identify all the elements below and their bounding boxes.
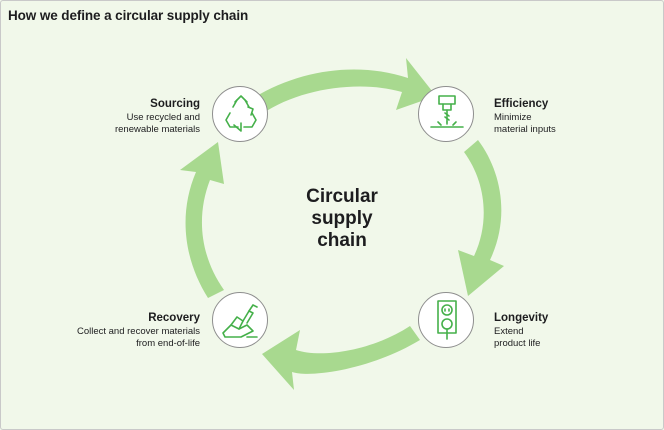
arrow-efficiency-to-longevity [458,140,504,296]
arrow-longevity-to-recovery [262,326,420,390]
stage-recovery-circle [212,292,268,348]
stage-sourcing-label: Sourcing Use recycled and renewable mate… [86,98,200,136]
power-outlet-icon [437,300,457,340]
stage-recovery-label: Recovery Collect and recover materials f… [60,312,200,350]
arrow-sourcing-to-efficiency [250,58,436,114]
disassembly-icon [222,304,258,338]
stage-sourcing-description: Use recycled and renewable materials [114,112,200,135]
machining-tool-icon [430,95,464,128]
stage-recovery-description: Collect and recover materials from end-o… [76,326,200,349]
stage-recovery-title: Recovery [148,312,200,324]
stage-efficiency-title: Efficiency [494,98,549,110]
stage-sourcing-title: Sourcing [150,98,200,110]
stage-efficiency-description: Minimize material inputs [494,112,556,135]
stage-longevity-circle [418,292,474,348]
arrow-recovery-to-sourcing [180,142,224,298]
stage-longevity-title: Longevity [494,312,549,324]
stage-longevity-description: Extend product life [494,326,541,349]
stage-longevity-label: Longevity Extend product life [494,312,614,350]
stage-efficiency-label: Efficiency Minimize material inputs [494,98,614,136]
stage-sourcing-circle [212,86,268,142]
page-title: How we define a circular supply chain [8,8,249,23]
stage-efficiency-circle [418,86,474,142]
center-title: Circular supply chain [306,186,378,251]
recycle-icon [225,95,257,132]
